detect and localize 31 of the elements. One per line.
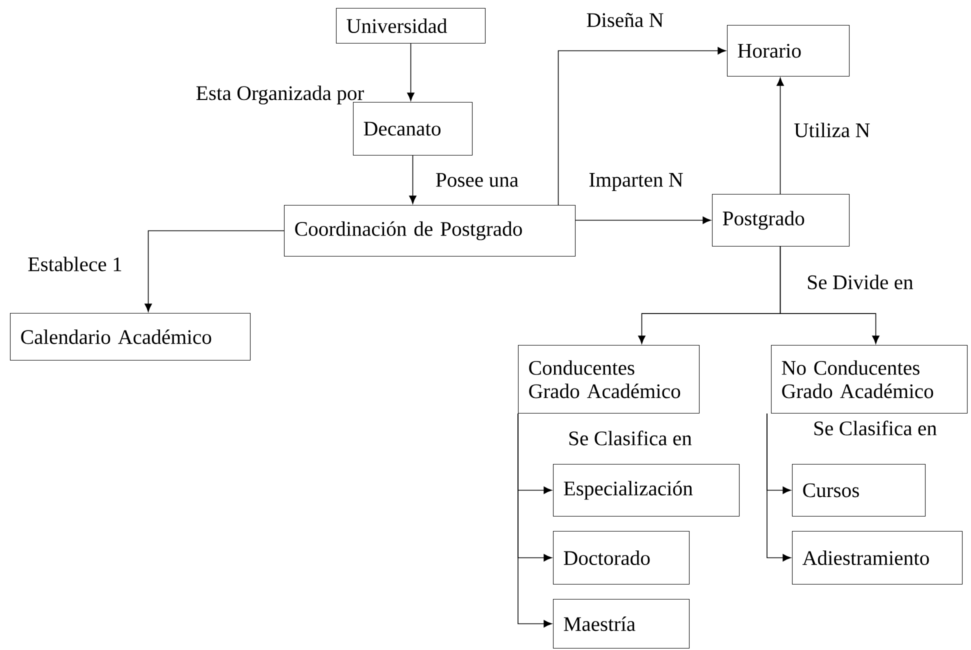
edge-label: Diseña N — [586, 12, 664, 28]
box: Conducentes Grado Académico — [518, 345, 700, 414]
arrow — [780, 246, 880, 344]
box: Maestría — [553, 599, 690, 649]
edge-label: Se Clasifica en — [569, 430, 692, 446]
edge-label: Posee una — [436, 173, 518, 187]
arrow — [766, 413, 791, 562]
box: Calendario Académico — [10, 313, 251, 361]
arrow — [407, 43, 414, 101]
arrow — [575, 216, 711, 224]
box: Adiestramiento — [792, 531, 963, 585]
box: Doctorado — [553, 531, 690, 585]
box: Decanato — [353, 102, 473, 156]
edge-label: Se Clasifica en — [814, 420, 937, 436]
box: Postgrado — [712, 194, 850, 247]
edge-label: Se Divide en — [808, 274, 914, 290]
box: Especialización — [553, 464, 740, 517]
box: Universidad — [336, 8, 486, 44]
edge-label: Utiliza N — [794, 122, 870, 138]
edge-label: Esta Organizada por — [196, 86, 364, 104]
edge-label: Establece 1 — [28, 256, 122, 272]
arrow — [409, 155, 416, 204]
box: Cursos — [792, 464, 926, 517]
edge-label: Imparten N — [589, 173, 683, 191]
box: Horario — [727, 25, 850, 77]
arrow — [558, 47, 726, 206]
arrow — [518, 413, 552, 628]
box: No Conducentes Grado Académico — [771, 345, 968, 414]
arrow — [776, 78, 784, 194]
box: Coordinación de Postgrado — [284, 205, 576, 257]
arrow — [144, 230, 284, 312]
